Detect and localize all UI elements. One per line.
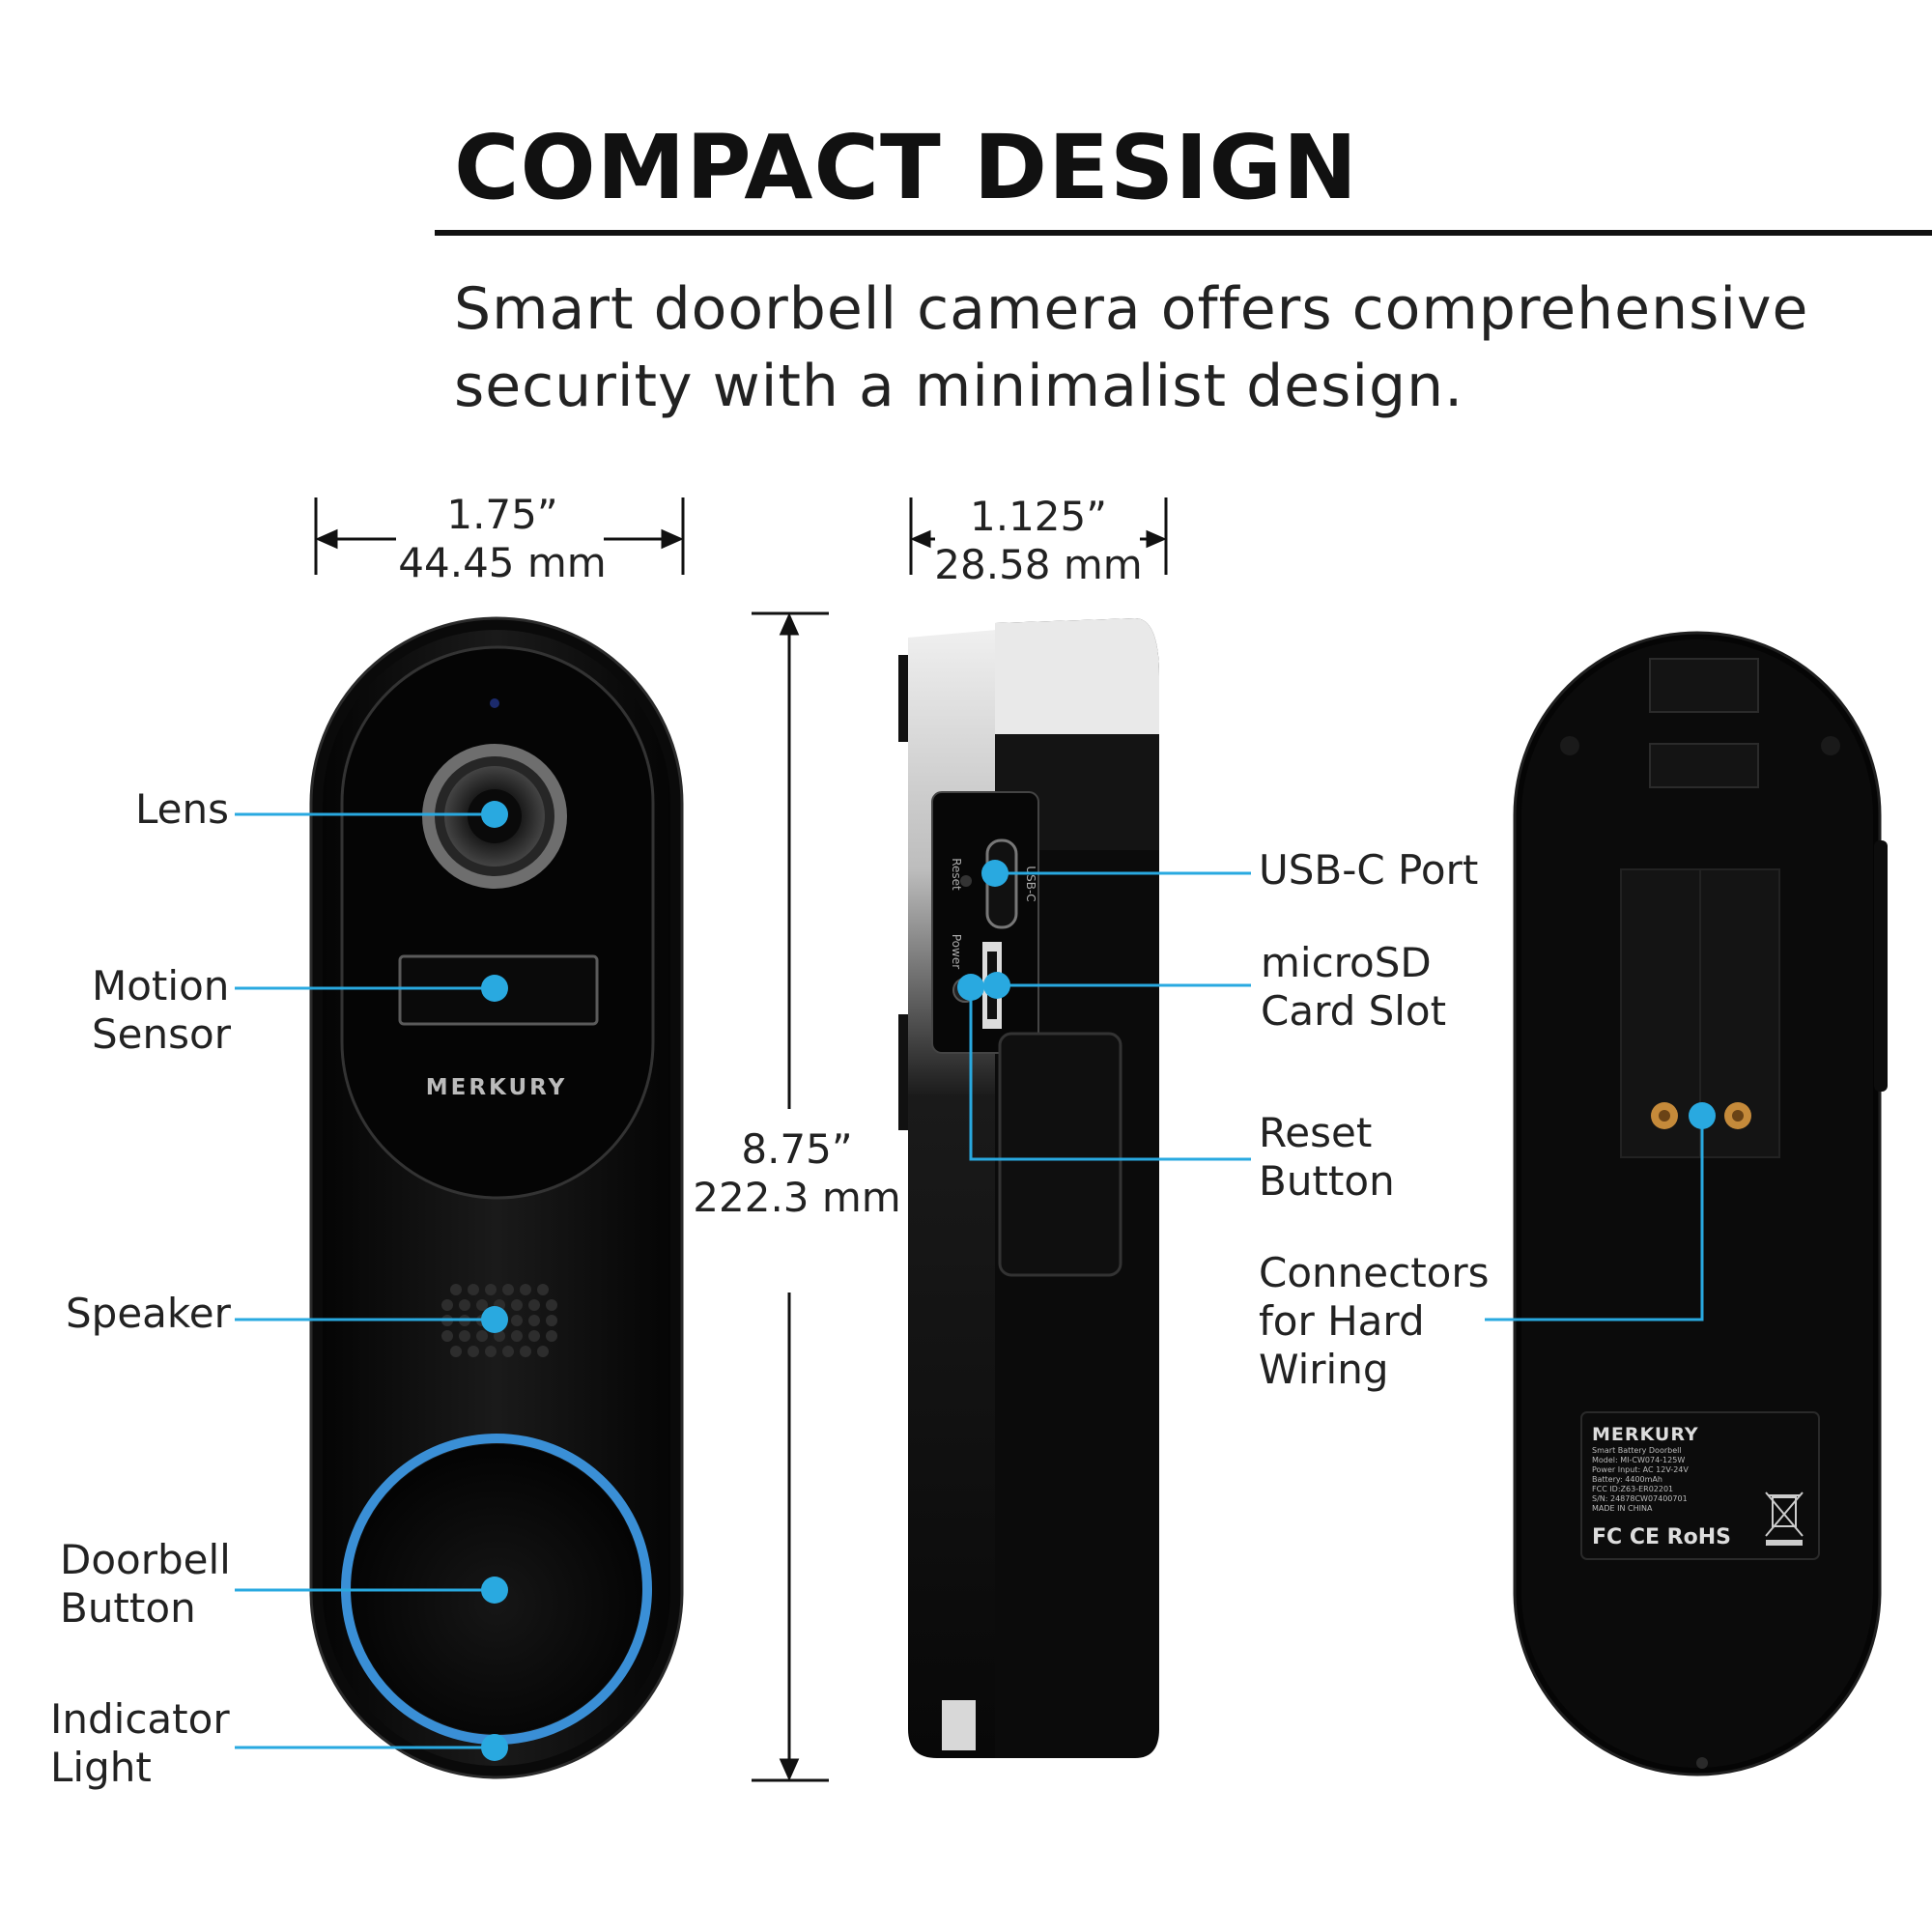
reset-button-callout-dot <box>957 974 984 1001</box>
height-dimension-label: 8.75” 222.3 mm <box>676 1125 918 1222</box>
doorbell-side-view: Reset USB-C Power <box>898 618 1159 1758</box>
depth-mm: 28.58 mm <box>934 541 1143 588</box>
width-inches: 1.75” <box>446 491 558 538</box>
width-dimension-arrow <box>314 497 685 575</box>
side-power-text: Power <box>950 934 963 969</box>
certification-marks: FC CE RoHS <box>1592 1525 1731 1549</box>
height-mm: 222.3 mm <box>693 1174 901 1221</box>
weee-bin-icon <box>1765 1492 1804 1537</box>
microsd-slot-callout-label: microSD Card Slot <box>1261 939 1447 1035</box>
indicator-light-callout-label: Indicator Light <box>50 1695 230 1791</box>
motion-sensor-callout-label: Motion Sensor <box>92 962 231 1058</box>
speaker-callout-label: Speaker <box>66 1290 231 1337</box>
page-title: COMPACT DESIGN <box>454 116 1358 219</box>
doorbell-button-callout-dot <box>481 1577 508 1604</box>
connectors-callout-label: Connectors for Hard Wiring <box>1259 1249 1490 1393</box>
lens-callout-label: Lens <box>135 785 230 833</box>
reset-button-callout-label: Reset Button <box>1259 1109 1395 1205</box>
page-subtitle: Smart doorbell camera offers comprehensi… <box>454 275 1809 420</box>
indicator-light-callout-dot <box>481 1734 508 1761</box>
width-mm: 44.45 mm <box>398 539 607 586</box>
reset-button-icon <box>960 875 972 887</box>
callout-lines <box>235 812 1704 1749</box>
ambient-light-sensor-icon <box>490 698 499 708</box>
title-divider <box>435 230 1932 236</box>
usb-c-port-callout-label: USB-C Port <box>1259 846 1479 894</box>
label-line6: S/N: 24878CW07400701 <box>1592 1494 1688 1503</box>
label-brand: MERKURY <box>1592 1424 1699 1445</box>
doorbell-button-callout-label: Doorbell Button <box>60 1536 231 1632</box>
front-brand-logo: MERKURY <box>426 1075 568 1100</box>
width-dimension-label: 1.75” 44.45 mm <box>386 491 618 587</box>
label-line5: FCC ID:Z63-ER02201 <box>1592 1485 1673 1493</box>
doorbell-back-view: MERKURY Smart Battery Doorbell Model: MI… <box>1513 631 1888 1776</box>
lens-callout-dot <box>481 801 508 828</box>
depth-inches: 1.125” <box>970 493 1107 540</box>
usb-c-port-callout-dot <box>981 860 1009 887</box>
connectors-callout-dot <box>1689 1102 1716 1129</box>
side-usb-text: USB-C <box>1024 866 1037 901</box>
callout-dots <box>481 801 1716 1761</box>
motion-sensor-callout-dot <box>481 975 508 1002</box>
label-line4: Battery: 4400mAh <box>1592 1475 1662 1484</box>
height-dimension-arrow <box>752 611 829 1782</box>
port-cover-flap <box>998 1032 1122 1277</box>
speaker-callout-dot <box>481 1306 508 1333</box>
label-line1: Smart Battery Doorbell <box>1592 1446 1682 1455</box>
doorbell-front-view: MERKURY <box>309 616 684 1779</box>
side-reset-text: Reset <box>950 858 963 891</box>
product-label <box>1580 1411 1820 1560</box>
depth-dimension-label: 1.125” 28.58 mm <box>923 493 1154 589</box>
depth-dimension-arrow <box>909 497 1168 575</box>
label-line2: Model: MI-CW074-125W <box>1592 1456 1685 1464</box>
microsd-slot-callout-dot <box>983 972 1010 999</box>
speaker-grille-icon <box>441 1284 557 1357</box>
label-line7: MADE IN CHINA <box>1592 1504 1653 1513</box>
label-line3: Power Input: AC 12V-24V <box>1592 1465 1689 1474</box>
height-inches: 8.75” <box>741 1125 853 1173</box>
